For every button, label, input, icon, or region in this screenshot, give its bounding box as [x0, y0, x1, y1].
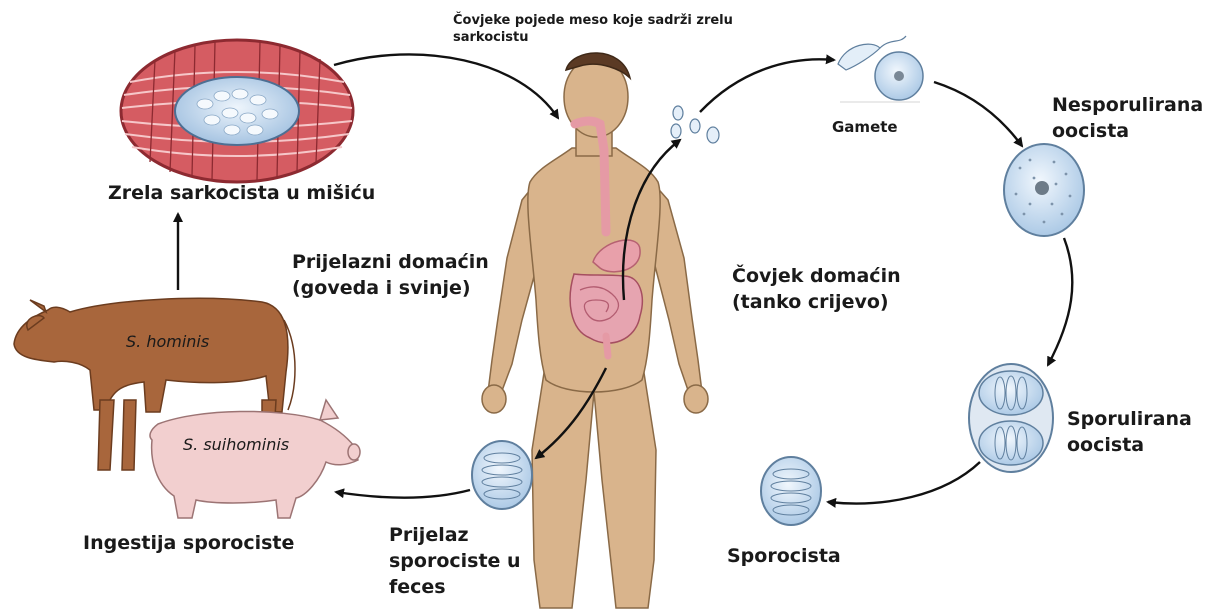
label-ingestion: Ingestija sporociste: [83, 530, 294, 556]
passage-line1: Prijelaz: [389, 522, 521, 548]
label-human-host: Čovjek domaćin (tanko crijevo): [732, 263, 901, 315]
top-caption: Čovjeke pojede meso koje sadrži zrelu sa…: [453, 12, 733, 46]
human-host-line2: (tanko crijevo): [732, 289, 901, 315]
muscle-sarcocyst: [121, 40, 353, 182]
intermediate-host-line2: (goveda i svinje): [292, 275, 489, 301]
passage-line2: sporociste u: [389, 548, 521, 574]
unsporulated-line1: Nesporulirana: [1052, 92, 1203, 118]
label-sporulated-oocyst: Sporulirana oocista: [1067, 406, 1192, 458]
arrow-muscle-to-human: [334, 54, 558, 118]
label-gametes: Gamete: [832, 118, 898, 136]
arrow-gametes-to-unsporulated: [934, 82, 1022, 146]
species-label-cattle: S. hominis: [126, 332, 209, 351]
arrow-passage-to-pig: [336, 490, 470, 498]
arrow-unsporulated-to-sporulated: [1048, 238, 1072, 365]
intermediate-host-line1: Prijelazni domaćin: [292, 249, 489, 275]
label-unsporulated-oocyst: Nesporulirana oocista: [1052, 92, 1203, 144]
arrow-sporulated-to-sporocyst: [828, 462, 980, 503]
label-passage-to-feces: Prijelaz sporociste u feces: [389, 522, 521, 600]
label-mature-sarcocyst: Zrela sarkocista u mišiću: [108, 180, 375, 206]
gamete-cells-small: [671, 106, 719, 143]
unsporulated-line2: oocista: [1052, 118, 1203, 144]
species-label-pig: S. suihominis: [183, 435, 289, 454]
top-caption-line1: Čovjeke pojede meso koje sadrži zrelu: [453, 12, 733, 29]
top-caption-line2: sarkocistu: [453, 29, 733, 46]
passage-line3: feces: [389, 574, 521, 600]
sporulated-line1: Sporulirana: [1067, 406, 1192, 432]
sporulated-line2: oocista: [1067, 432, 1192, 458]
sporocyst-passage: [472, 441, 532, 509]
arrow-to-gametes-pair: [700, 59, 834, 112]
pig: [150, 400, 360, 518]
sporulated-oocyst: [969, 364, 1053, 472]
gametes-pair: [838, 36, 923, 102]
unsporulated-oocyst: [1004, 144, 1084, 236]
human-host-line1: Čovjek domaćin: [732, 263, 901, 289]
label-sporocyst: Sporocista: [727, 543, 841, 569]
label-intermediate-host: Prijelazni domaćin (goveda i svinje): [292, 249, 489, 301]
sporocyst-right: [761, 457, 821, 525]
